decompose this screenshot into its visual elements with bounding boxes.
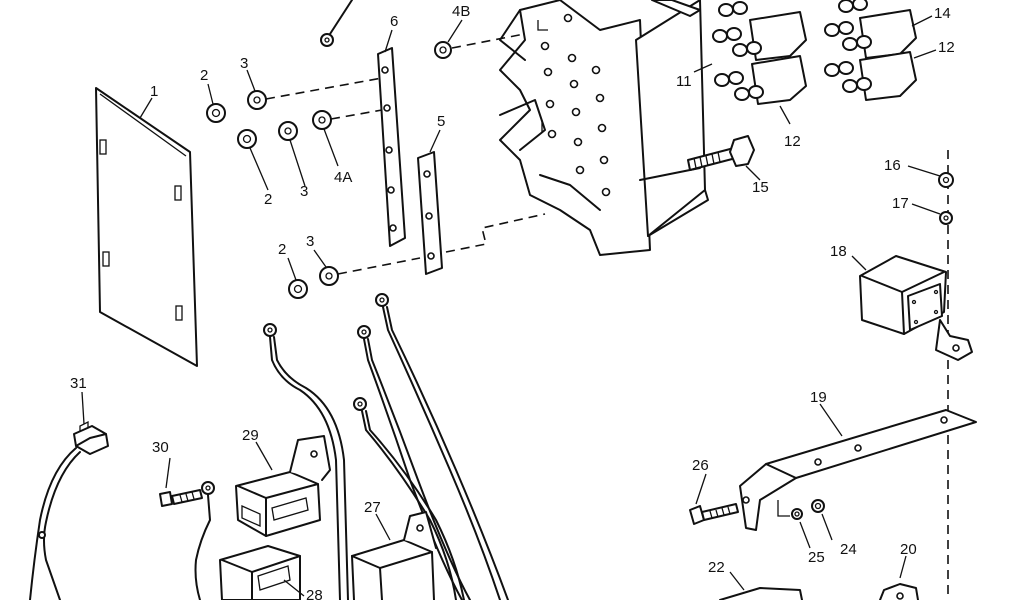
leader-lines xyxy=(81,15,941,597)
callout-18: 18 xyxy=(830,243,847,260)
part-6-bus-bar xyxy=(377,47,406,247)
mounting-bracket xyxy=(635,0,709,237)
part-1-cover-panel xyxy=(95,87,198,367)
hardware-set-lower xyxy=(288,213,546,299)
callout-labels: 1 2 3 2 3 4A 4B 5 6 2 3 11 12 12 14 15 1… xyxy=(70,3,955,600)
wire-harness xyxy=(263,293,509,600)
part-30-screw xyxy=(159,481,215,600)
callout-30: 30 xyxy=(152,439,169,456)
part-22-component xyxy=(719,587,803,600)
callout-28: 28 xyxy=(306,587,323,600)
callout-4b: 4B xyxy=(452,3,470,20)
callout-3b: 3 xyxy=(300,183,308,200)
callout-14: 14 xyxy=(934,5,951,22)
callout-12a: 12 xyxy=(784,133,801,150)
part-28-relay xyxy=(219,545,301,600)
callout-31: 31 xyxy=(70,375,87,392)
callout-25: 25 xyxy=(808,549,825,566)
callout-2c: 2 xyxy=(278,241,286,258)
callout-16: 16 xyxy=(884,157,901,174)
callout-11: 11 xyxy=(676,73,692,90)
terminal-board xyxy=(499,0,651,256)
part-20-bracket xyxy=(879,583,919,600)
callout-12b: 12 xyxy=(938,39,955,56)
callout-27: 27 xyxy=(364,499,381,516)
callout-29: 29 xyxy=(242,427,259,444)
callout-4a: 4A xyxy=(334,169,352,186)
callout-15: 15 xyxy=(752,179,769,196)
hardware-16-17 xyxy=(938,150,954,600)
callout-6: 6 xyxy=(390,13,398,30)
callout-22: 22 xyxy=(708,559,725,576)
part-15-bolt xyxy=(687,135,755,171)
callout-26: 26 xyxy=(692,457,709,474)
callout-17: 17 xyxy=(892,195,909,212)
callout-19: 19 xyxy=(810,389,827,406)
callout-2b: 2 xyxy=(264,191,272,208)
connector-block-11 xyxy=(712,1,807,105)
callout-5: 5 xyxy=(437,113,445,130)
part-5-bus-bar xyxy=(417,151,443,275)
part-18-relay xyxy=(859,255,973,361)
connector-block-12 xyxy=(824,0,917,101)
callout-3c: 3 xyxy=(306,233,314,250)
part-29-relay xyxy=(235,435,331,537)
callout-20: 20 xyxy=(900,541,917,558)
part-19-bracket xyxy=(739,409,977,531)
callout-24: 24 xyxy=(840,541,857,558)
callout-2a: 2 xyxy=(200,67,208,84)
callout-1: 1 xyxy=(150,83,158,100)
hardware-set-upper xyxy=(206,29,546,149)
ring-terminal-top xyxy=(320,0,353,47)
part-27-relay xyxy=(351,511,437,600)
part-31-plug xyxy=(29,420,109,600)
callout-3a: 3 xyxy=(240,55,248,72)
hardware-24-25-26 xyxy=(689,499,825,525)
